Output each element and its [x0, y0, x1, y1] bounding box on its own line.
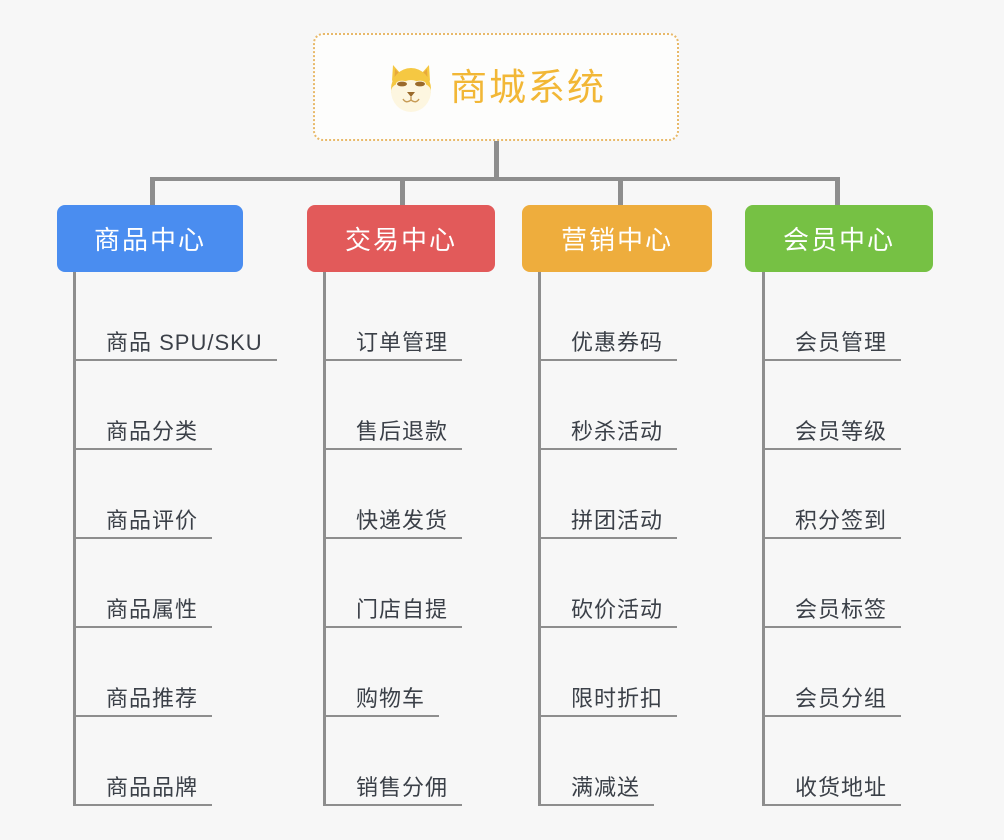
- leaf-item[interactable]: 收货地址: [765, 717, 960, 806]
- leaf-item[interactable]: 拼团活动: [541, 450, 738, 539]
- leaf-item[interactable]: 销售分佣: [326, 717, 522, 806]
- shiba-dog-face-icon: [386, 61, 436, 113]
- leaf-item[interactable]: 会员分组: [765, 628, 960, 717]
- branch-header-label: 交易中心: [344, 225, 457, 255]
- leaf-item[interactable]: 订单管理: [326, 272, 522, 361]
- branch-column-1: 商品中心 商品 SPU/SKU 商品分类 商品评价 商品属性 商品推荐 商品品牌: [57, 205, 307, 806]
- leaf-list-1: 商品 SPU/SKU 商品分类 商品评价 商品属性 商品推荐 商品品牌: [73, 272, 307, 806]
- leaf-underline: [76, 448, 212, 450]
- leaf-item[interactable]: 秒杀活动: [541, 361, 738, 450]
- branch-header-4[interactable]: 会员中心: [745, 205, 933, 272]
- leaf-item[interactable]: 商品评价: [76, 450, 307, 539]
- leaf-label: 会员管理: [795, 329, 888, 355]
- leaf-underline: [326, 715, 439, 717]
- connector-root-stem: [494, 141, 499, 179]
- connector-drop-4: [835, 177, 840, 205]
- branch-header-label: 营销中心: [560, 225, 673, 255]
- branch-header-1[interactable]: 商品中心: [57, 205, 243, 272]
- leaf-label: 限时折扣: [571, 685, 664, 711]
- leaf-item[interactable]: 门店自提: [326, 539, 522, 628]
- leaf-label: 门店自提: [356, 596, 449, 622]
- leaf-underline: [326, 359, 462, 361]
- leaf-item[interactable]: 会员管理: [765, 272, 960, 361]
- connector-drop-3: [618, 177, 623, 205]
- leaf-label: 积分签到: [795, 507, 888, 533]
- leaf-underline: [765, 537, 901, 539]
- leaf-underline: [541, 715, 677, 717]
- leaf-label: 会员标签: [795, 596, 888, 622]
- root-title: 商城系统: [450, 66, 606, 108]
- leaf-label: 销售分佣: [356, 774, 449, 800]
- leaf-underline: [765, 359, 901, 361]
- leaf-label: 商品 SPU/SKU: [106, 329, 263, 355]
- leaf-underline: [541, 804, 654, 806]
- leaf-underline: [76, 804, 212, 806]
- leaf-item[interactable]: 限时折扣: [541, 628, 738, 717]
- root-node[interactable]: 商城系统: [313, 33, 679, 141]
- leaf-label: 商品属性: [106, 596, 199, 622]
- leaf-label: 优惠券码: [571, 329, 664, 355]
- leaf-label: 秒杀活动: [571, 418, 664, 444]
- leaf-label: 会员等级: [795, 418, 888, 444]
- leaf-item[interactable]: 会员等级: [765, 361, 960, 450]
- leaf-underline: [541, 448, 677, 450]
- leaf-item[interactable]: 商品分类: [76, 361, 307, 450]
- branch-header-label: 商品中心: [93, 225, 206, 255]
- leaf-underline: [326, 804, 462, 806]
- leaf-item[interactable]: 积分签到: [765, 450, 960, 539]
- leaf-label: 收货地址: [795, 774, 888, 800]
- leaf-list-3: 优惠券码 秒杀活动 拼团活动 砍价活动 限时折扣 满减送: [538, 272, 738, 806]
- branch-column-4: 会员中心 会员管理 会员等级 积分签到 会员标签 会员分组 收货地址: [745, 205, 960, 806]
- leaf-label: 购物车: [356, 685, 426, 711]
- leaf-underline: [326, 626, 462, 628]
- leaf-underline: [326, 448, 462, 450]
- leaf-label: 商品品牌: [106, 774, 199, 800]
- leaf-label: 商品分类: [106, 418, 199, 444]
- leaf-item[interactable]: 会员标签: [765, 539, 960, 628]
- leaf-item[interactable]: 购物车: [326, 628, 522, 717]
- leaf-underline: [76, 715, 212, 717]
- leaf-label: 商品评价: [106, 507, 199, 533]
- leaf-underline: [76, 537, 212, 539]
- connector-drop-1: [150, 177, 155, 205]
- leaf-label: 会员分组: [795, 685, 888, 711]
- leaf-underline: [541, 537, 677, 539]
- branch-column-3: 营销中心 优惠券码 秒杀活动 拼团活动 砍价活动 限时折扣 满减送: [522, 205, 738, 806]
- leaf-label: 满减送: [571, 774, 641, 800]
- leaf-item[interactable]: 优惠券码: [541, 272, 738, 361]
- leaf-label: 拼团活动: [571, 507, 664, 533]
- leaf-item[interactable]: 快递发货: [326, 450, 522, 539]
- connector-horizontal-bar: [150, 177, 840, 181]
- leaf-label: 快递发货: [356, 507, 449, 533]
- connector-drop-2: [400, 177, 405, 205]
- leaf-underline: [765, 804, 901, 806]
- branch-header-2[interactable]: 交易中心: [307, 205, 495, 272]
- leaf-item[interactable]: 商品 SPU/SKU: [76, 272, 307, 361]
- leaf-underline: [765, 448, 901, 450]
- leaf-label: 商品推荐: [106, 685, 199, 711]
- leaf-underline: [765, 715, 901, 717]
- leaf-list-2: 订单管理 售后退款 快递发货 门店自提 购物车 销售分佣: [323, 272, 522, 806]
- leaf-label: 砍价活动: [571, 596, 664, 622]
- leaf-underline: [76, 359, 277, 361]
- leaf-underline: [76, 626, 212, 628]
- leaf-label: 售后退款: [356, 418, 449, 444]
- leaf-underline: [541, 359, 677, 361]
- leaf-item[interactable]: 满减送: [541, 717, 738, 806]
- branch-column-2: 交易中心 订单管理 售后退款 快递发货 门店自提 购物车 销售分佣: [307, 205, 522, 806]
- leaf-list-4: 会员管理 会员等级 积分签到 会员标签 会员分组 收货地址: [762, 272, 960, 806]
- leaf-underline: [326, 537, 462, 539]
- branch-header-label: 会员中心: [782, 225, 895, 255]
- leaf-item[interactable]: 商品属性: [76, 539, 307, 628]
- leaf-underline: [765, 626, 901, 628]
- leaf-underline: [541, 626, 677, 628]
- leaf-label: 订单管理: [356, 329, 449, 355]
- leaf-item[interactable]: 砍价活动: [541, 539, 738, 628]
- leaf-item[interactable]: 商品推荐: [76, 628, 307, 717]
- branch-header-3[interactable]: 营销中心: [522, 205, 712, 272]
- leaf-item[interactable]: 商品品牌: [76, 717, 307, 806]
- leaf-item[interactable]: 售后退款: [326, 361, 522, 450]
